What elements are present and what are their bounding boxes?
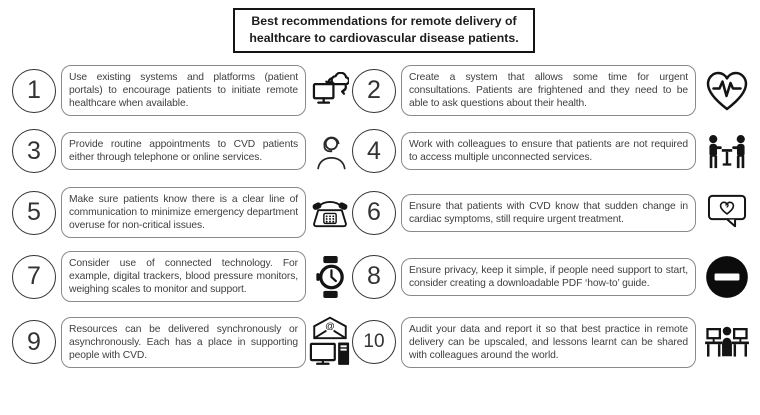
item-number-circle: 8 (352, 254, 396, 299)
item-text-box: Consider use of connected technology. Fo… (61, 251, 306, 303)
item-text-box: Work with colleagues to ensure that pati… (401, 132, 696, 171)
item-text-box: Ensure privacy, keep it simple, if peopl… (401, 257, 696, 296)
item-text-box: Make sure patients know there is a clear… (61, 187, 306, 239)
item-text-box: Ensure that patients with CVD know that … (401, 193, 696, 232)
item-number-circle: 4 (352, 129, 396, 174)
recommendation-item-10: 10 Audit your data and report it so that… (352, 316, 756, 369)
recommendation-item-8: 8 Ensure privacy, keep it simple, if peo… (352, 254, 756, 299)
item-number-circle: 7 (12, 254, 56, 299)
item-number-circle: 1 (12, 68, 56, 113)
no-entry-icon (698, 255, 756, 299)
item-number-circle: 9 (12, 320, 56, 365)
page-title: Best recommendations for remote delivery… (233, 8, 535, 53)
recommendation-item-1: 1 Use existing systems and platforms (pa… (12, 64, 352, 117)
recommendation-item-2: 2 Create a system that allows some time … (352, 64, 756, 117)
item-number-circle: 6 (352, 190, 396, 235)
heart-message-icon (698, 194, 756, 231)
item-number-circle: 2 (352, 68, 396, 113)
telephone-icon (308, 196, 352, 230)
recommendation-item-7: 7 Consider use of connected technology. … (12, 251, 352, 303)
recommendation-item-9: 9 Resources can be delivered synchronous… (12, 315, 352, 369)
heart-ekg-icon (698, 70, 756, 112)
item-number-circle: 10 (352, 320, 396, 365)
item-text-box: Use existing systems and platforms (pati… (61, 64, 306, 117)
recommendations-row-4: 7 Consider use of connected technology. … (12, 251, 756, 303)
smartwatch-icon (308, 255, 352, 299)
colleagues-meeting-icon (698, 132, 756, 170)
recommendation-item-3: 3 Provide routine appointments to CVD pa… (12, 129, 352, 174)
recommendations-row-2: 3 Provide routine appointments to CVD pa… (12, 129, 756, 174)
email-computer-icon: @ (308, 315, 352, 369)
computer-cloud-sync-icon (308, 72, 352, 109)
recommendations-row-3: 5 Make sure patients know there is a cle… (12, 187, 756, 239)
item-text-box: Resources can be delivered synchronously… (61, 316, 306, 369)
recommendation-item-4: 4 Work with colleagues to ensure that pa… (352, 129, 756, 174)
item-text-box: Provide routine appointments to CVD pati… (61, 132, 306, 171)
recommendation-item-6: 6 Ensure that patients with CVD know tha… (352, 190, 756, 235)
item-text-box: Create a system that allows some time fo… (401, 64, 696, 117)
recommendation-item-5: 5 Make sure patients know there is a cle… (12, 187, 352, 239)
recommendations-row-5: 9 Resources can be delivered synchronous… (12, 315, 756, 369)
item-number-circle: 5 (12, 190, 56, 235)
support-agent-icon (308, 133, 352, 170)
recommendations-row-1: 1 Use existing systems and platforms (pa… (12, 64, 756, 117)
item-text-box: Audit your data and report it so that be… (401, 316, 696, 369)
workstation-person-icon (698, 322, 756, 362)
svg-text:@: @ (325, 322, 335, 333)
item-number-circle: 3 (12, 129, 56, 174)
